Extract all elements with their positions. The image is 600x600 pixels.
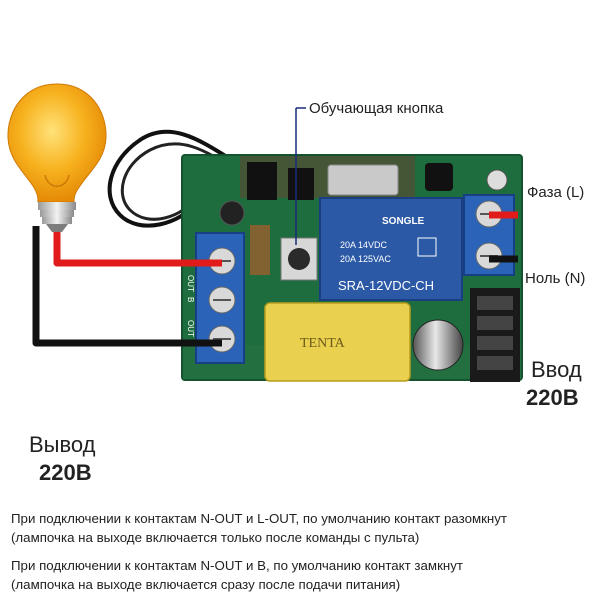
crystal-component [327, 164, 399, 196]
transistor-component [425, 163, 453, 191]
learning-button[interactable] [280, 237, 318, 281]
pin-label: OUT [186, 320, 195, 337]
note-line: При подключении к контактам N-OUT и L-OU… [11, 511, 508, 526]
chip-component [288, 168, 314, 200]
pin-header [470, 288, 520, 382]
electrolytic-capacitor [412, 319, 464, 371]
relay-spec-2: 20A 125VAC [340, 254, 391, 264]
neutral-label: Ноль (N) [525, 270, 586, 287]
phase-label: Фаза (L) [527, 184, 585, 201]
input-terminal-block [463, 194, 515, 276]
black-wire-output [32, 226, 222, 347]
small-capacitor [219, 200, 245, 226]
wires [32, 211, 518, 347]
note-normally-open: При подключении к контактам N-OUT и L-OU… [11, 509, 507, 547]
capacitor-brand: TENTA [300, 336, 346, 351]
note-normally-closed: При подключении к контактам N-OUT и B, п… [11, 556, 463, 594]
light-bulb [7, 83, 107, 232]
relay-brand: SONGLE [382, 216, 425, 227]
relay: SONGLE 20A 14VDC 20A 125VAC SRA-12VDC-CH [319, 197, 463, 301]
relay-model: SRA-12VDC-CH [338, 278, 434, 293]
red-wire-output [53, 232, 222, 267]
pin-label: B [186, 297, 195, 302]
led-component [486, 169, 508, 191]
pin-label: OUT [186, 275, 195, 292]
chip-component [247, 162, 277, 200]
terminal-screw[interactable] [208, 286, 236, 314]
note-line: (лампочка на выходе включается сразу пос… [11, 577, 401, 592]
input-label: Ввод [531, 357, 582, 382]
note-line: (лампочка на выходе включается только по… [11, 530, 420, 545]
output-label: Вывод [29, 432, 96, 457]
input-voltage: 220В [526, 385, 579, 410]
learn-button-label: Обучающая кнопка [309, 100, 444, 117]
output-voltage: 220В [39, 460, 92, 485]
terminal-screw[interactable] [208, 325, 236, 353]
yellow-capacitor: TENTA [264, 302, 411, 382]
relay-spec-1: 20A 14VDC [340, 240, 388, 250]
note-line: При подключении к контактам N-OUT и B, п… [11, 558, 463, 573]
